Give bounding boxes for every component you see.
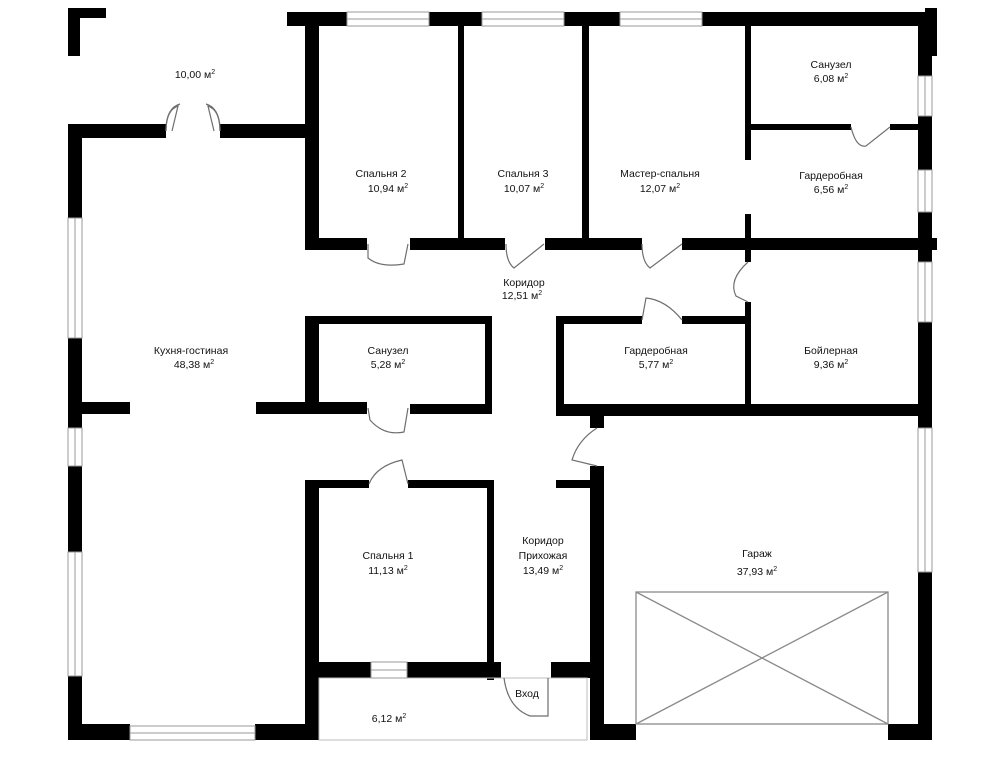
wall-garage-left-top	[590, 416, 604, 428]
door-garage	[571, 427, 598, 467]
wall-bathroom-mid-bottom-right	[410, 404, 492, 414]
windows	[67, 11, 933, 741]
door-bathroom-mid	[367, 407, 409, 434]
wall-bedroom3-master-bottom	[545, 238, 642, 250]
wall-living-bottom-left	[68, 724, 130, 740]
wall-wardrobe-mid-left	[556, 316, 564, 412]
room-area-garage: 37,93 м2	[737, 566, 777, 578]
room-area-corridor: 12,51 м2	[502, 290, 542, 302]
door-bedroom3	[505, 243, 545, 269]
door-boiler	[733, 261, 749, 303]
wall-bedroom1-right	[487, 480, 494, 680]
car-outline	[635, 591, 889, 725]
room-name-master-bedroom: Мастер-спальня	[620, 168, 700, 180]
door-bedroom1	[368, 459, 409, 485]
wall-wardrobe-mid-top-left	[556, 316, 642, 324]
wall-top-outer	[287, 12, 937, 26]
room-name-bedroom3: Спальня 3	[498, 168, 549, 180]
wall-corner-fragment	[68, 8, 80, 56]
door-bedroom2	[367, 243, 409, 266]
wall-living-bottom-right	[255, 724, 319, 740]
wall-bedroom3-master	[582, 26, 589, 240]
room-name-hall-corridor-line2: Прихожая	[519, 550, 568, 562]
wall-master-bathroom	[745, 26, 751, 160]
wall-boiler-left	[745, 302, 751, 406]
wall-bedroom2-bottom	[305, 238, 367, 250]
room-name-bedroom1: Спальня 1	[363, 550, 414, 562]
wall-garage-bottom-left	[590, 724, 636, 740]
room-area-bedroom3: 10,07 м2	[504, 183, 544, 195]
room-name-wardrobe-mid: Гардеробная	[624, 345, 688, 357]
wall-bedroom2-3	[458, 26, 464, 240]
garage-car-placeholder	[635, 591, 889, 725]
door-wardrobe-mid	[641, 297, 683, 321]
wall-bedroom1-bottom-right	[407, 662, 494, 678]
room-area-bathroom-mid: 5,28 м2	[371, 359, 406, 371]
wall-master-wardrobe	[745, 214, 751, 240]
room-labels: 10,00 м2 Спальня 2 10,94 м2 Спальня 3 10…	[154, 59, 863, 725]
wall-garage-bottom-right	[888, 724, 932, 740]
room-area-wardrobe-top: 6,56 м2	[814, 184, 849, 196]
wall-entrance-right	[551, 662, 604, 678]
wall-living-divider	[68, 402, 130, 414]
porch-outline	[318, 677, 588, 741]
wall-corner-fragment-top	[68, 8, 106, 18]
wall-bedroom2-left	[305, 12, 319, 250]
room-area-hall-corridor: 13,49 м2	[523, 565, 563, 577]
wall-master-bottom	[682, 238, 937, 250]
wall-right-outer	[918, 12, 932, 726]
room-name-wardrobe-top: Гардеробная	[799, 170, 863, 182]
room-area-kitchen-living: 48,38 м2	[174, 359, 214, 371]
wall-bathroom-wardrobe-left	[751, 124, 851, 130]
wall-entrance-left	[487, 662, 501, 678]
wall-wardrobe-mid-top-right	[682, 316, 748, 324]
wall-bedroom1-top-left	[305, 480, 369, 488]
wall-garage-left	[590, 466, 604, 726]
wall-bathroom-mid-right	[485, 316, 492, 412]
wall-boiler-left-top	[745, 250, 751, 262]
walls	[68, 8, 937, 741]
door-wardrobe-top	[850, 126, 891, 147]
car-diagonal-2	[635, 591, 889, 725]
door-entrance	[503, 677, 549, 717]
room-name-bedroom2: Спальня 2	[356, 168, 407, 180]
wall-bedroom1-top-right	[408, 480, 492, 488]
wall-hall-top-right	[556, 480, 592, 488]
room-area-terrace-top: 10,00 м2	[175, 69, 215, 81]
room-name-hall-corridor: Коридор	[522, 535, 564, 547]
door-terrace-arcs	[165, 103, 221, 132]
wall-bathroom-mid-left	[305, 316, 319, 406]
wall-bathroom-wardrobe-right	[890, 124, 925, 130]
room-name-boiler-room: Бойлерная	[804, 345, 858, 357]
room-area-bathroom-top: 6,08 м2	[814, 73, 849, 85]
room-area-bedroom1: 11,13 м2	[368, 565, 408, 577]
door-master	[641, 243, 683, 269]
room-name-bathroom-top: Санузел	[811, 59, 852, 71]
room-area-bedroom2: 10,94 м2	[368, 183, 408, 195]
room-area-master-bedroom: 12,07 м2	[640, 183, 680, 195]
wall-living-top-right	[220, 124, 307, 138]
wall-bedroom1-left	[305, 480, 319, 730]
wall-living-top-left	[68, 124, 166, 138]
room-area-boiler-room: 9,36 м2	[814, 359, 849, 371]
room-name-bathroom-mid: Санузел	[368, 345, 409, 357]
entrance-label: Вход	[515, 688, 539, 700]
wall-bedroom23-bottom	[410, 238, 505, 250]
wall-bathroom-mid-top	[305, 316, 491, 324]
room-area-porch: 6,12 м2	[372, 713, 407, 725]
room-name-garage: Гараж	[742, 548, 772, 560]
room-name-corridor: Коридор	[503, 277, 545, 289]
wall-bathroom-mid-bottom-left	[256, 402, 367, 414]
wall-garage-top	[556, 404, 932, 416]
room-area-wardrobe-mid: 5,77 м2	[639, 359, 674, 371]
wall-bedroom1-bottom-left	[305, 662, 371, 678]
doors	[165, 103, 891, 717]
room-name-kitchen-living: Кухня-гостиная	[154, 345, 228, 357]
